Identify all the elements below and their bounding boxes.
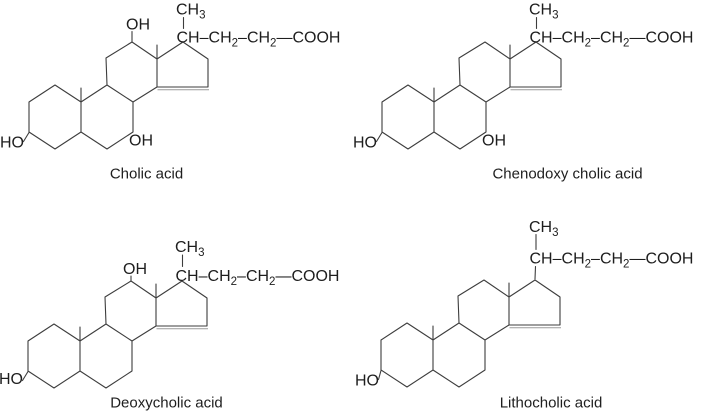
structure-name: Chenodoxy cholic acid [492,166,642,183]
structure-name: Lithocholic acid [500,395,603,412]
hydroxyl-label-c12: OH [126,17,150,34]
hydroxyl-label-c3: HO [0,135,24,152]
bond-c3-hydroxyl [377,369,382,381]
side-chain-formula: CH–CH2–CH2—COOH [177,30,341,50]
structure-name: Cholic acid [110,166,183,183]
structure-chenodoxy-cholic-acid: HO OH CH3 CH–CH2–CH2—COOH Chenodoxy chol… [353,2,693,183]
hydroxyl-label-c3: HO [353,135,377,152]
bond-c3-hydroxyl [21,370,29,382]
methyl-label: CH3 [529,2,559,22]
bond-sidechain-c17 [534,265,537,280]
steroid-skeleton [27,280,209,389]
hydroxyl-label-c12: OH [123,261,147,278]
hydroxyl-label-c3: HO [0,371,23,388]
side-chain-formula: CH–CH2–CH2—COOH [176,268,340,288]
side-chain-formula: CH–CH2–CH2—COOH [530,30,694,50]
structure-cholic-acid: HO OH OH CH3 CH–CH2–CH2—COOH Cholic acid [0,2,340,183]
methyl-label: CH3 [176,2,206,22]
hydroxyl-label-c3: HO [355,373,379,390]
hydroxyl-label-c7: OH [482,133,506,150]
hydroxyl-label-c7: OH [129,133,153,150]
side-chain-formula: CH–CH2–CH2—COOH [530,251,694,271]
structure-name: Deoxycholic acid [110,395,223,412]
methyl-label: CH3 [529,219,559,239]
structure-deoxycholic-acid: HO OH CH3 CH–CH2–CH2—COOH Deoxycholic ac… [0,239,339,412]
steroid-skeleton [381,41,563,150]
bond-c3-hydroxyl [375,131,383,143]
steroid-skeleton [380,279,562,388]
bond-c3-hydroxyl [22,131,30,143]
structure-lithocholic-acid: HO CH3 CH–CH2–CH2—COOH Lithocholic acid [355,219,693,412]
steroid-skeleton [28,41,210,150]
methyl-label: CH3 [175,239,205,259]
